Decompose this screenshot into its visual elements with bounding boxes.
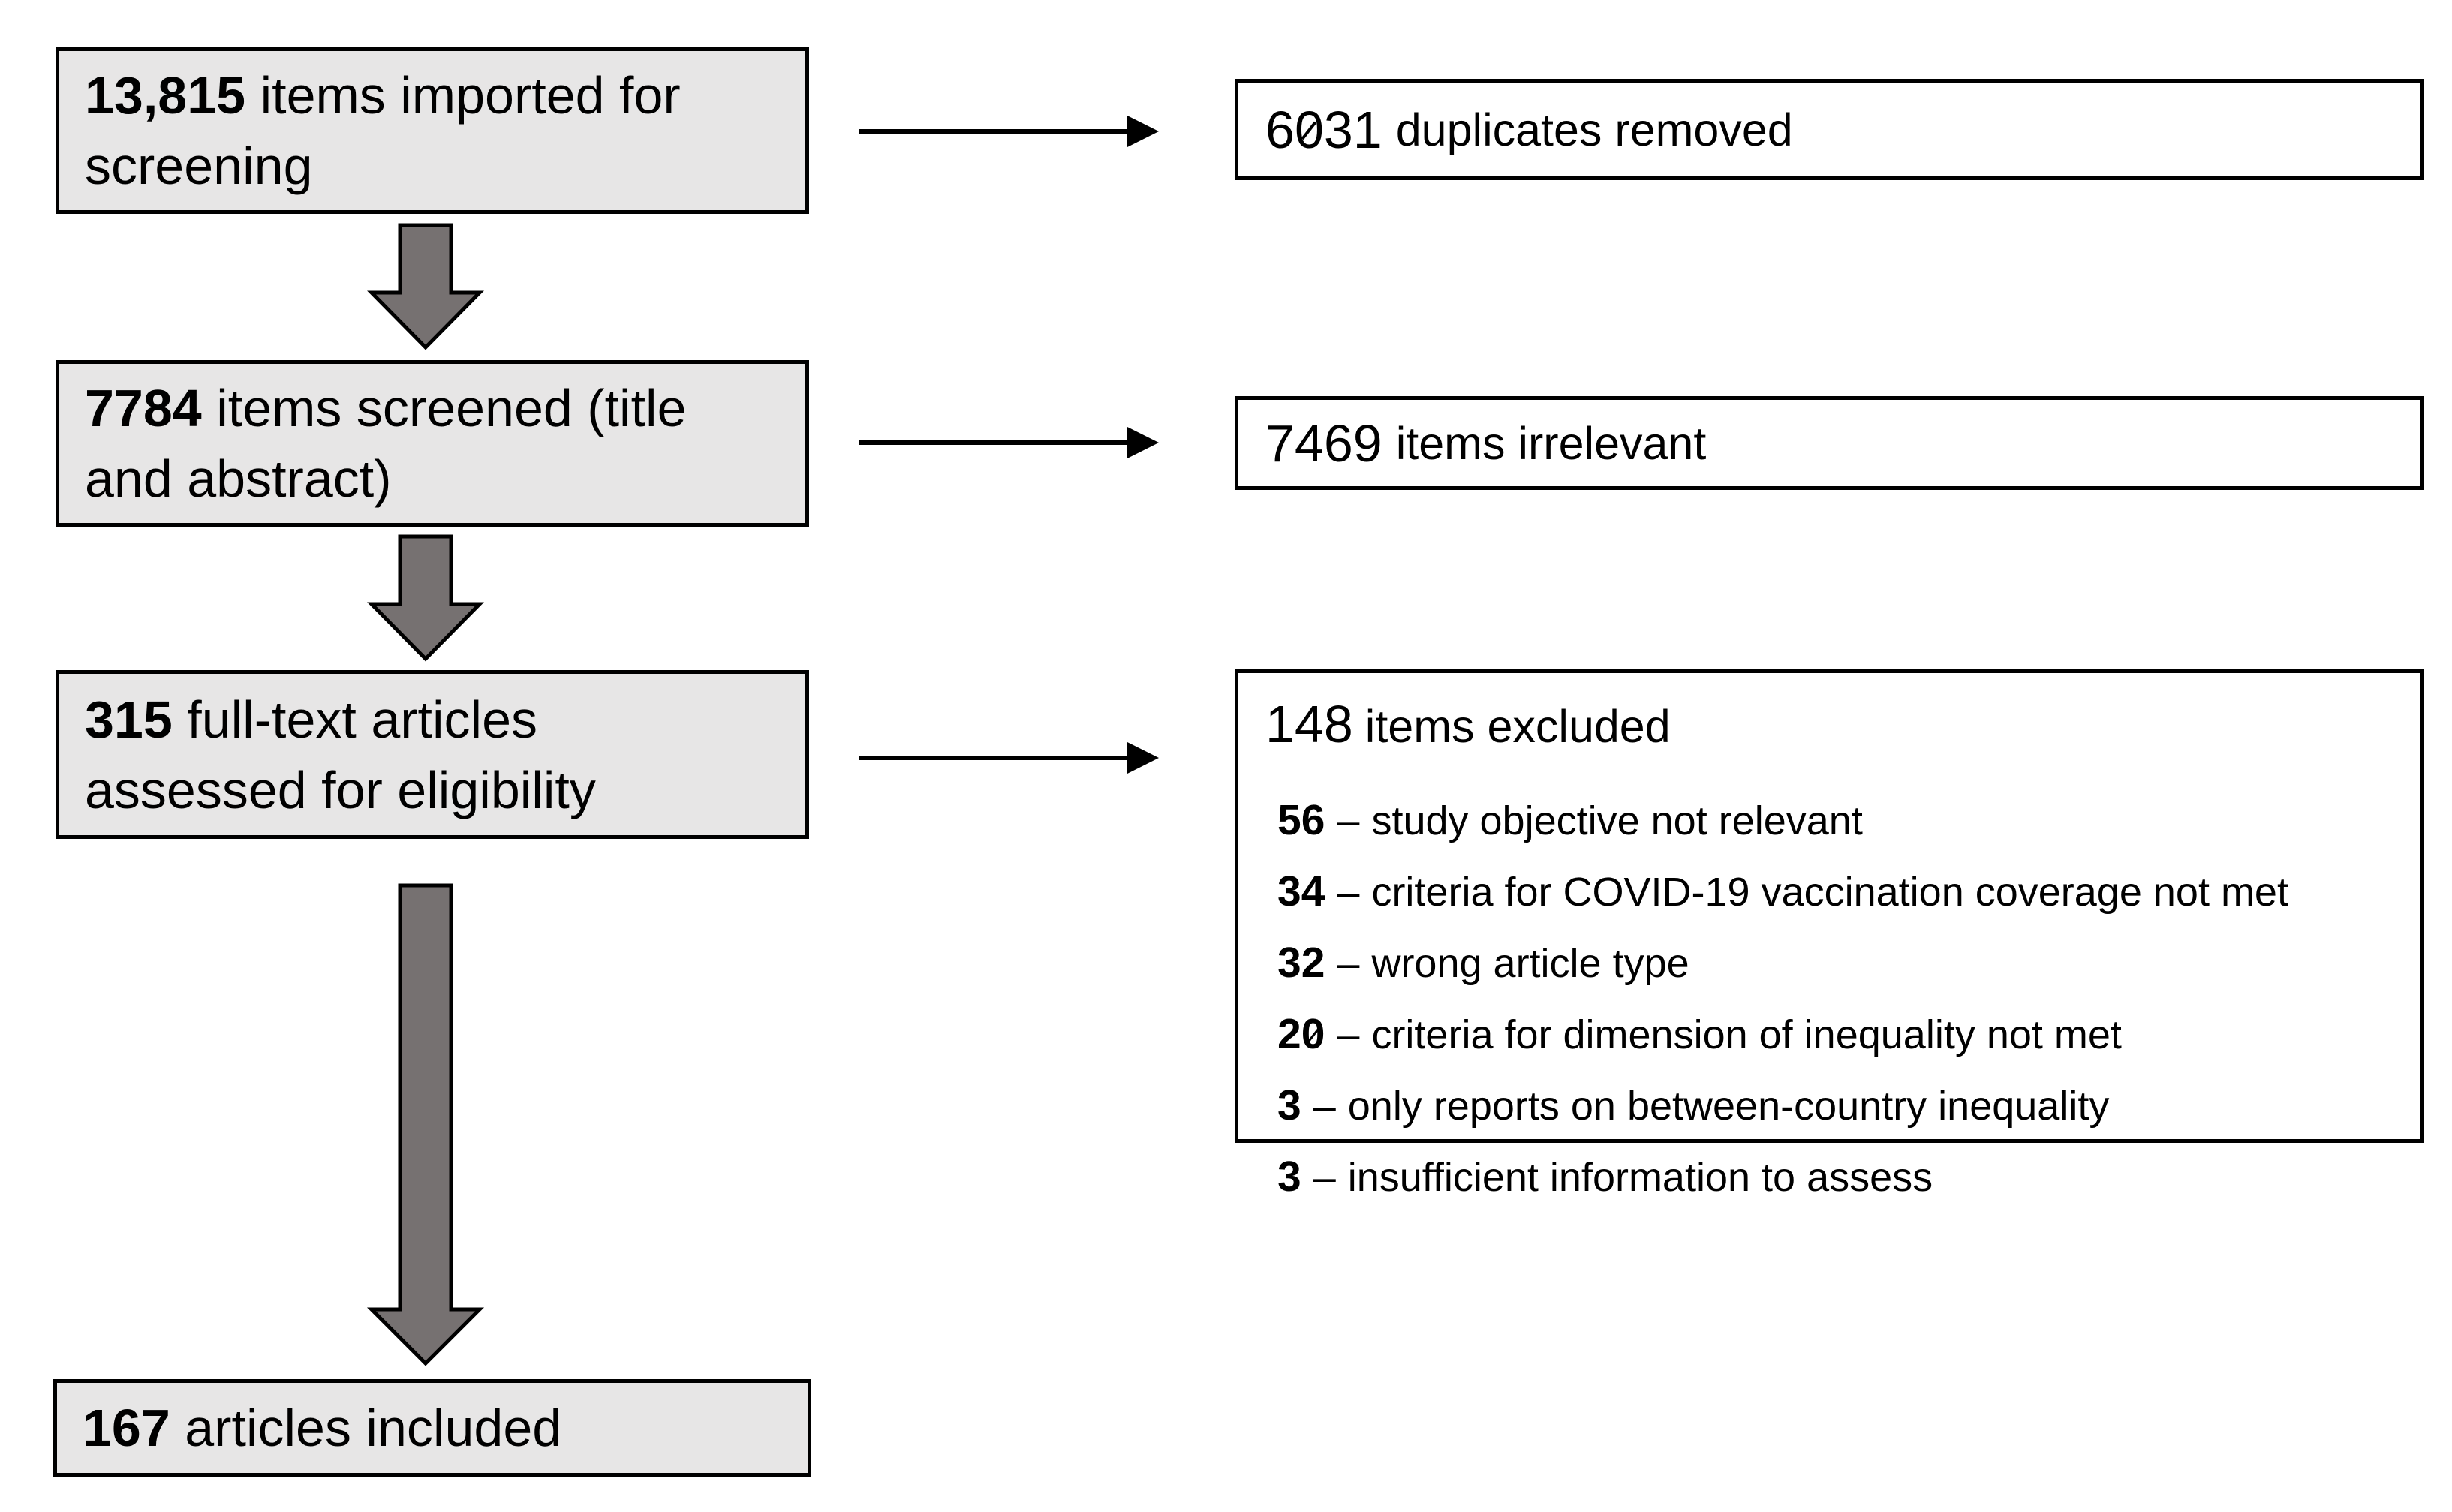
box-fulltext-assessed-text: 315 full-text articles assessed for elig… [85,684,780,825]
excluded-reasons-list: 56–study objective not relevant 34–crite… [1277,790,2393,1218]
block-arrow-down-2 [367,534,484,662]
excluded-item-5: 3–only reports on between-country inequa… [1277,1075,2393,1147]
box-articles-included-text: 167 articles included [83,1393,782,1463]
excluded-item-5-reason: only reports on between-country inequali… [1347,1084,2110,1129]
box-items-screened-text: 7784 items screened (title and abstract) [85,373,780,514]
excluded-item-3-count: 32 [1277,939,1325,987]
excluded-item-3-reason: wrong article type [1371,941,1689,986]
fulltext-count: 315 [85,690,173,749]
imported-count: 13,815 [85,66,246,125]
excluded-item-2-count: 34 [1277,867,1325,915]
included-count: 167 [83,1399,170,1457]
excluded-item-3: 32–wrong article type [1277,933,2393,1004]
box-articles-included: 167 articles included [53,1379,811,1477]
duplicates-label: duplicates removed [1395,104,1793,155]
box-duplicates-removed: 6031 duplicates removed [1235,79,2424,180]
block-arrow-down-3 [366,883,485,1366]
excluded-item-6-dash: – [1313,1155,1336,1200]
arrow-right-2-head [1127,427,1159,458]
imported-label: items imported for screening [85,66,681,195]
excluded-item-1: 56–study objective not relevant [1277,790,2393,861]
excluded-item-4-reason: criteria for dimension of inequality not… [1371,1012,2122,1057]
excluded-item-6: 3–insufficient information to assess [1277,1147,2393,1218]
excluded-item-1-count: 56 [1277,796,1325,844]
screened-count: 7784 [85,379,202,437]
slashed-zero-digit: 0 [1301,1004,1325,1065]
block-arrow-down-1 [367,223,484,350]
excluded-item-4: 20–criteria for dimension of inequality … [1277,1004,2393,1075]
arrow-right-1-head [1127,116,1159,147]
excluded-item-6-reason: insufficient information to assess [1347,1155,1933,1200]
excluded-count: 148 [1265,695,1353,753]
excluded-label: items excluded [1364,701,1671,752]
arrow-right-3-head [1127,742,1159,774]
irrelevant-label: items irrelevant [1395,417,1707,469]
fulltext-label: full-text articles assessed for eligibil… [85,690,596,819]
excluded-item-1-reason: study objective not relevant [1371,798,1863,843]
excluded-item-4-count: 20 [1277,1010,1325,1058]
excluded-item-3-dash: – [1337,941,1360,986]
irrelevant-count: 7469 [1265,413,1382,473]
excluded-item-2-dash: – [1337,870,1360,915]
included-label: articles included [185,1399,562,1457]
excluded-item-1-dash: – [1337,798,1360,843]
screened-label: items screened (title and abstract) [85,379,687,508]
slashed-zero-digit: 0 [1294,100,1324,159]
box-fulltext-assessed: 315 full-text articles assessed for elig… [56,670,809,839]
excluded-item-6-count: 3 [1277,1153,1301,1201]
excluded-item-4-dash: – [1337,1012,1360,1057]
box-items-imported: 13,815 items imported for screening [56,47,809,214]
duplicates-count: 6031 [1265,100,1382,159]
excluded-item-2-reason: criteria for COVID-19 vaccination covera… [1371,870,2288,915]
excluded-item-5-dash: – [1313,1084,1336,1129]
excluded-item-2: 34–criteria for COVID-19 vaccination cov… [1277,861,2393,933]
box-items-imported-text: 13,815 items imported for screening [85,60,780,201]
box-items-screened: 7784 items screened (title and abstract) [56,360,809,527]
box-duplicates-removed-text: 6031 duplicates removed [1238,83,2420,176]
excluded-item-5-count: 3 [1277,1081,1301,1129]
